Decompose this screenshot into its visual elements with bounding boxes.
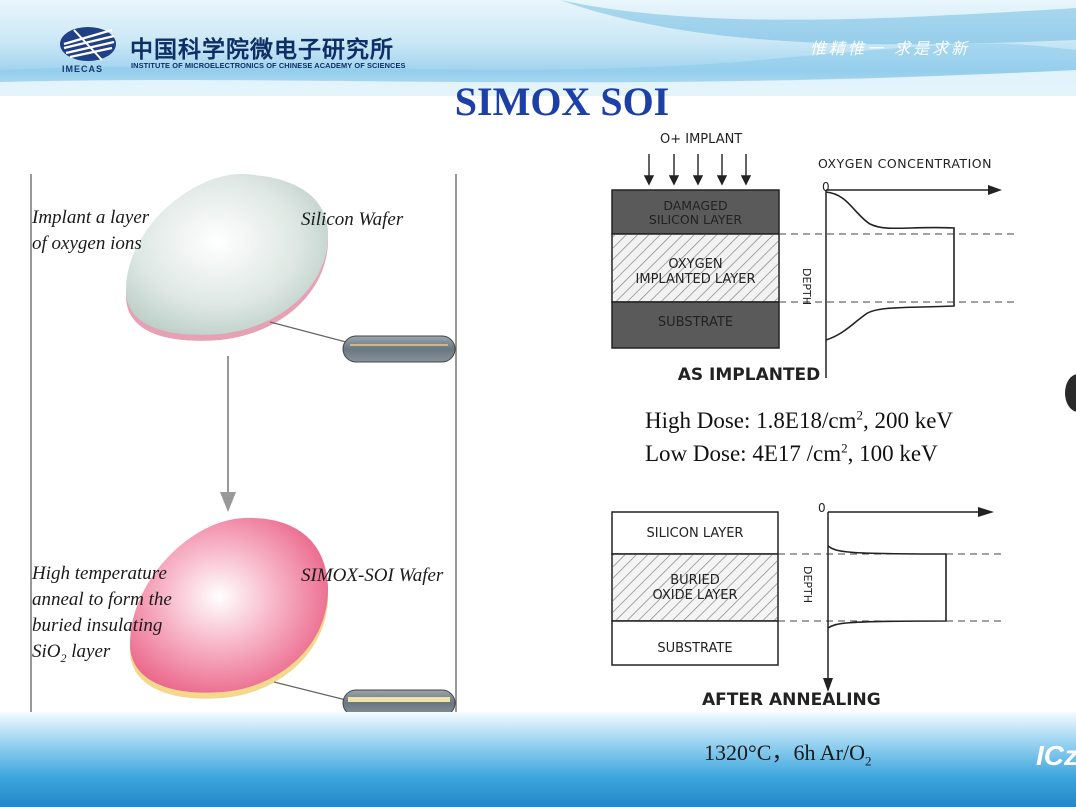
wafer-cross-section <box>342 335 456 363</box>
footer-brand: ICz <box>1036 740 1076 771</box>
header-band: IMECAS 中国科学院微电子研究所 INSTITUTE OF MICROELE… <box>0 0 1076 96</box>
as-implanted-drawing <box>611 154 1016 378</box>
oxygen-concentration-label: OXYGEN CONCENTRATION <box>818 156 992 171</box>
silicon-wafer-label: Silicon Wafer <box>301 209 404 230</box>
simox-soi-wafer-label: SIMOX-SOI Wafer <box>301 565 444 586</box>
substrate-label-2: SUBSTRATE <box>657 641 733 656</box>
slide-title: SIMOX SOI <box>454 79 670 124</box>
depth-label-2: DEPTH <box>801 566 814 604</box>
depth-label: DEPTH <box>800 268 813 306</box>
header-wave-decoration <box>0 0 1076 96</box>
silicon-layer-block <box>611 511 779 555</box>
substrate-label: SUBSTRATE <box>657 315 734 330</box>
implant-label-line-2: of oxygen ions <box>32 233 142 254</box>
anneal-label-line-2: anneal to form the <box>32 589 172 610</box>
presenter-bubble[interactable] <box>1063 372 1076 414</box>
process-arrow <box>220 356 236 512</box>
org-name-en: INSTITUTE OF MICROELECTRONICS OF CHINESE… <box>131 61 406 70</box>
logo-text: IMECAS <box>62 64 104 74</box>
oxygen-profile-curve <box>825 191 955 341</box>
after-annealing-caption: AFTER ANNEALING <box>702 690 881 710</box>
silicon-wafer <box>126 174 329 341</box>
substrate-block <box>611 301 780 349</box>
low-dose-text: Low Dose: 4E17 /cm2, 100 keV <box>645 440 938 466</box>
implant-label-line-1: Implant a layer <box>32 207 150 228</box>
anneal-condition-text: 1320°C，6h Ar/O2 <box>704 740 872 769</box>
high-dose-text: High Dose: 1.8E18/cm2, 200 keV <box>645 407 954 433</box>
implant-label: O+ IMPLANT <box>660 132 743 147</box>
org-name-cn: 中国科学院微电子研究所 <box>130 37 394 63</box>
implant-arrows <box>643 154 752 186</box>
anneal-label-line-3: buried insulating <box>32 615 163 636</box>
zero-label-2: 0 <box>818 501 826 515</box>
imecas-logo-icon <box>60 27 116 61</box>
motto: 惟精惟一 求是求新 <box>810 39 971 58</box>
substrate-block-2 <box>611 620 779 666</box>
process-drawing <box>30 174 457 719</box>
footer-band <box>0 712 1076 807</box>
oxide-profile-curve <box>827 545 947 629</box>
as-implanted-caption: AS IMPLANTED <box>677 365 821 385</box>
anneal-label-line-4: SiO2 layer <box>32 641 111 665</box>
after-annealing-drawing <box>611 507 1002 692</box>
simox-process-figure: Implant a layer of oxygen ions Silicon W… <box>30 174 458 719</box>
anneal-label-line-1: High temperature <box>32 563 167 584</box>
simox-soi-wafer <box>130 517 329 699</box>
silicon-layer-label: SILICON LAYER <box>646 526 744 541</box>
zero-label: 0 <box>822 180 830 194</box>
